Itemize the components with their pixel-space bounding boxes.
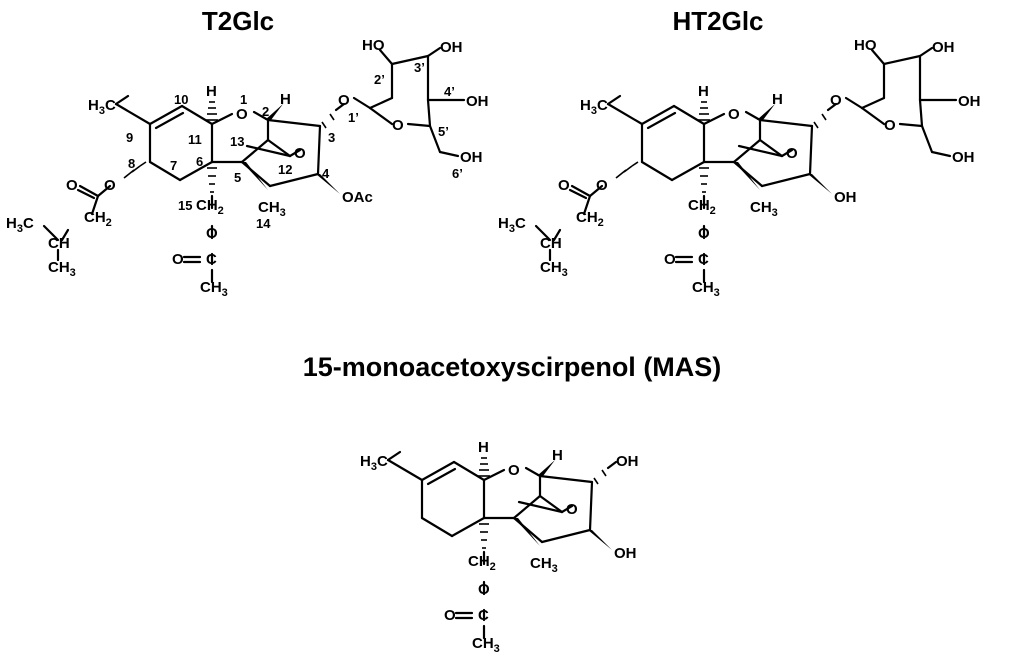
t2glc-ch2-15-label: CH2: [196, 197, 224, 217]
ht2glc-h2-label: H: [772, 91, 783, 108]
t2glc-o1-label: O: [236, 106, 248, 123]
ht2glc-epoxide-o-label: O: [786, 145, 798, 162]
t2glc-oac-label: OAc: [342, 189, 373, 206]
mas-epoxide-o-label: O: [566, 501, 578, 518]
t2glc-num-15: 15: [178, 198, 192, 213]
ht2glc-h11-label: H: [698, 83, 709, 100]
mas-oh-4-label: OH: [614, 545, 637, 562]
t2glc-num-2p: 2’: [374, 72, 385, 87]
t2glc-num-3p: 3’: [414, 60, 425, 75]
t2glc-num-5p: 5’: [438, 124, 449, 139]
ht2glc-ch3-14-label: CH3: [750, 199, 778, 219]
t2glc-num-14: 14: [256, 216, 271, 231]
structure-t2glc: H3C H O H O O OAc CH3 CH2 O O C CH3 O O …: [6, 37, 489, 299]
t2glc-ester-o-label: O: [206, 225, 218, 242]
t2glc-acetyl-ch3-label: CH3: [200, 279, 228, 299]
t2glc-oh-6-label: OH: [460, 149, 483, 166]
t2glc-num-5: 5: [234, 170, 241, 185]
mas-h3c-label: H3C: [360, 453, 388, 473]
ht2glc-oh-6-label: OH: [952, 149, 975, 166]
title-t2glc: T2Glc: [202, 6, 274, 36]
t2glc-num-8: 8: [128, 156, 135, 171]
t2glc-epoxide-o-label: O: [294, 145, 306, 162]
t2glc-ch-label: CH: [48, 235, 70, 252]
mas-carbonyl-c-label: C: [478, 607, 489, 624]
mas-ch3-14-label: CH3: [530, 555, 558, 575]
mas-ester-o-label: O: [478, 581, 490, 598]
t2glc-carbonyl-c-label: C: [206, 251, 217, 268]
mas-carbonyl-o-label: O: [444, 607, 456, 624]
t2glc-oh-4-label: OH: [466, 93, 489, 110]
t2glc-num-1p: 1’: [348, 110, 359, 125]
t2glc-num-2: 2: [262, 104, 269, 119]
mas-o1-label: O: [508, 462, 520, 479]
ht2glc-ch-label: CH: [540, 235, 562, 252]
t2glc-ester-carbonyl-o-label: O: [66, 177, 78, 194]
t2glc-num-12: 12: [278, 162, 292, 177]
t2glc-oh-3-label: OH: [440, 39, 463, 56]
ht2glc-carbonyl-c-label: C: [698, 251, 709, 268]
ht2glc-c8-o-label: O: [596, 177, 608, 194]
mas-h2-label: H: [552, 447, 563, 464]
t2glc-c8-o-label: O: [104, 177, 116, 194]
ht2glc-ho-2-label: HO: [854, 37, 877, 54]
ht2glc-oh-3-label: OH: [932, 39, 955, 56]
ht2glc-ch2-15-label: CH2: [688, 197, 716, 217]
t2glc-num-1: 1: [240, 92, 247, 107]
t2glc-num-4p: 4’: [444, 84, 455, 99]
title-ht2glc: HT2Glc: [672, 6, 763, 36]
t2glc-ring-o-label: O: [392, 117, 404, 134]
t2glc-h2-label: H: [280, 91, 291, 108]
t2glc-num-4: 4: [322, 166, 330, 181]
t2glc-num-6: 6: [196, 154, 203, 169]
ht2glc-o1-label: O: [728, 106, 740, 123]
ht2glc-ring-o-label: O: [884, 117, 896, 134]
mas-acetyl-ch3-label: CH3: [472, 635, 500, 655]
t2glc-num-3: 3: [328, 130, 335, 145]
ht2glc-oh-4p-label: OH: [958, 93, 981, 110]
ht2glc-ch2-label: CH2: [576, 209, 604, 229]
t2glc-num-11: 11: [188, 132, 202, 147]
t2glc-num-6p: 6’: [452, 166, 463, 181]
ht2glc-acetyl-ch3-label: CH3: [692, 279, 720, 299]
t2glc-num-7: 7: [170, 158, 177, 173]
t2glc-num-9: 9: [126, 130, 133, 145]
t2glc-num-13: 13: [230, 134, 244, 149]
t2glc-ho-2-label: HO: [362, 37, 385, 54]
t2glc-ch3-14-label: CH3: [258, 199, 286, 219]
t2glc-core-bonds: [114, 94, 322, 284]
ht2glc-ester-carbonyl-o-label: O: [558, 177, 570, 194]
ht2glc-h3c-label: H3C: [580, 97, 608, 117]
t2glc-h3c-isobutyl-label: H3C: [6, 215, 34, 235]
mas-ch2-15-label: CH2: [468, 553, 496, 573]
title-mas: 15-monoacetoxyscirpenol (MAS): [303, 352, 722, 382]
t2glc-ch2-label: CH2: [84, 209, 112, 229]
ht2glc-h3c-isobutyl-label: H3C: [498, 215, 526, 235]
t2glc-carbonyl-o-label: O: [172, 251, 184, 268]
mas-core-bonds: [386, 450, 594, 640]
structure-mas: H3C H O H O OH OH CH3 CH2 O O C CH3: [360, 439, 639, 655]
t2glc-h11-label: H: [206, 83, 217, 100]
t2glc-num-10: 10: [174, 92, 188, 107]
ht2glc-carbonyl-o-label: O: [664, 251, 676, 268]
ht2glc-ch3-isobutyl-label: CH3: [540, 259, 568, 279]
structure-ht2glc: H3C H O H O O OH CH3 CH2 O O C CH3 O O C…: [498, 37, 981, 299]
ht2glc-core-bonds: [606, 94, 814, 284]
ht2glc-ester-o-label: O: [698, 225, 710, 242]
mas-oh-3-label: OH: [616, 453, 639, 470]
ht2glc-oh-4-label: OH: [834, 189, 857, 206]
t2glc-h3c-label: H3C: [88, 97, 116, 117]
mas-h11-label: H: [478, 439, 489, 456]
t2glc-glycosidic-o-label: O: [338, 92, 350, 109]
t2glc-ch3-isobutyl-label: CH3: [48, 259, 76, 279]
ht2glc-glycosidic-o-label: O: [830, 92, 842, 109]
